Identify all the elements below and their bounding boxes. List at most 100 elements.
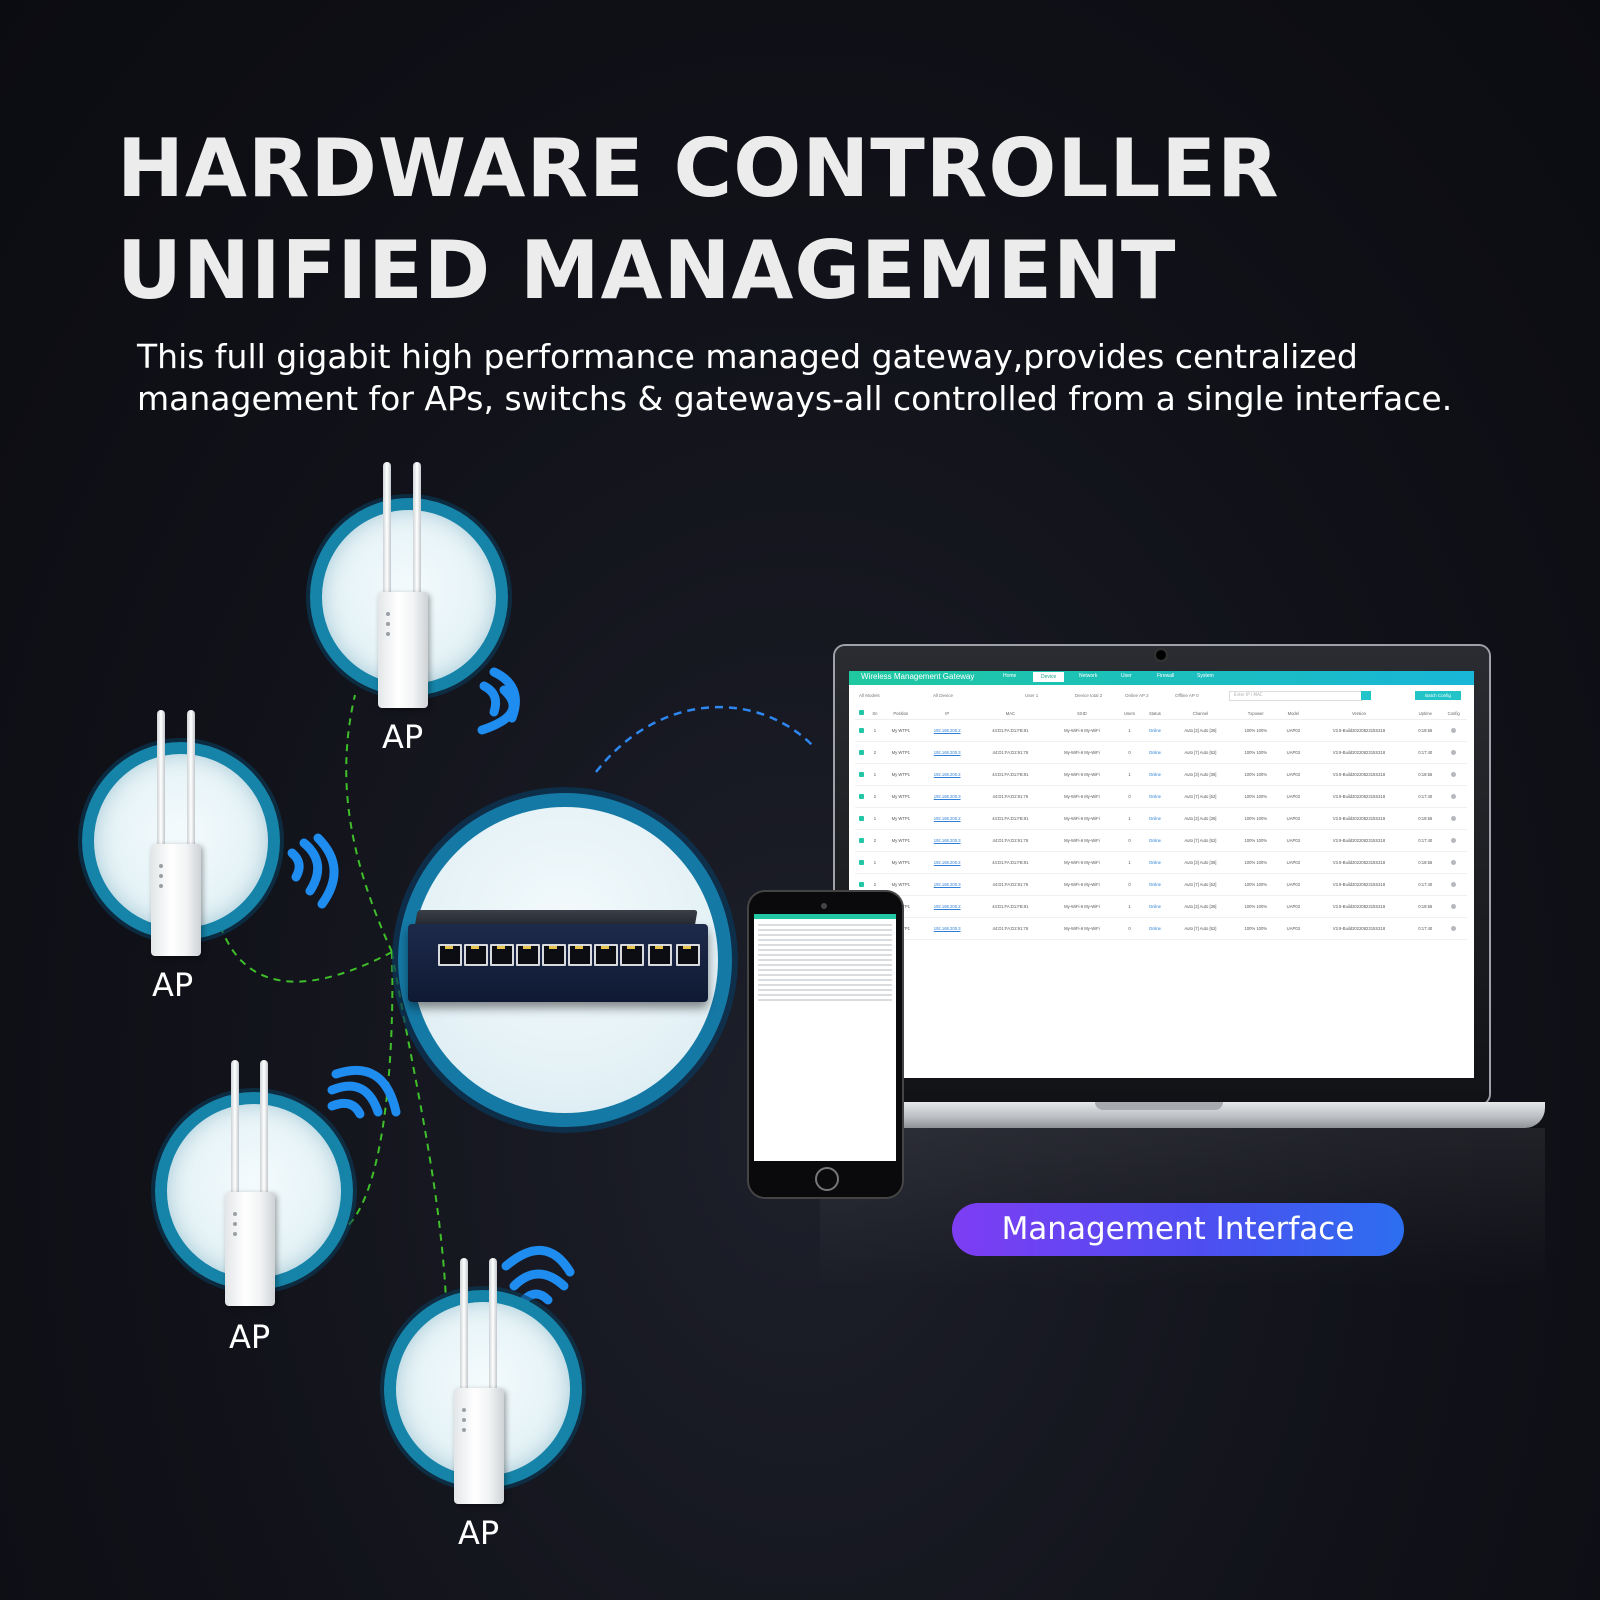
dashboard-screen: Wireless Management Gateway Home Device … [849,671,1474,1078]
ip-link[interactable]: 192.168.200.3 [933,750,961,755]
list-item [758,929,892,931]
gear-icon[interactable] [1451,859,1457,865]
search-icon[interactable] [1361,691,1371,700]
list-item [758,954,892,956]
antenna [383,462,391,622]
gateway-switch [408,924,708,1002]
wifi-signal-icon [327,1065,401,1119]
nav-network[interactable]: Network [1079,673,1098,679]
camera-icon [1156,650,1166,660]
nav-user[interactable]: User [1121,673,1132,679]
list-item [758,964,892,966]
nav-firewall[interactable]: Firewall [1157,673,1175,679]
wifi-signal-icon [477,667,520,735]
checkbox-icon[interactable] [859,881,865,887]
ip-link[interactable]: 192.168.200.2 [933,772,961,777]
antenna [260,1060,268,1220]
list-item [758,994,892,996]
table-row[interactable]: 2My WTP1192.168.200.344:D1:FA:D2:91:76My… [855,917,1467,940]
checkbox-icon[interactable] [859,815,865,821]
list-item [758,934,892,936]
link-ap2 [221,929,393,983]
checkbox-icon[interactable] [859,749,865,755]
ap-label: AP [382,718,424,756]
list-item [758,959,892,961]
list-item [758,969,892,971]
nav-device[interactable]: Device [1033,672,1065,682]
filter-online: Online AP 2 [1125,693,1149,698]
checkbox-icon[interactable] [859,859,865,865]
ip-link[interactable]: 192.168.200.3 [933,838,961,843]
checkbox-icon[interactable] [859,771,865,777]
phone-header [754,914,896,919]
ap-label: AP [229,1318,271,1356]
gear-icon[interactable] [1451,793,1457,799]
list-item [758,999,892,1001]
ap-device [454,1388,504,1504]
list-item [758,979,892,981]
page-title: HARDWARE CONTROLLER UNIFIED MANAGEMENT [117,122,1280,317]
ip-link[interactable]: 192.168.200.3 [933,882,961,887]
ip-link[interactable]: 192.168.200.3 [933,926,961,931]
nav-system[interactable]: System [1197,673,1214,679]
ip-link[interactable]: 192.168.200.2 [933,860,961,865]
search-input[interactable]: Enter IP / MAC [1229,691,1363,701]
gear-icon[interactable] [1451,749,1457,755]
description: This full gigabit high performance manag… [137,337,1453,418]
gear-icon[interactable] [1451,771,1457,777]
ip-link[interactable]: 192.168.200.2 [933,904,961,909]
antenna [231,1060,239,1220]
checkbox-icon[interactable] [859,793,865,799]
gear-icon[interactable] [1451,837,1457,843]
home-button[interactable] [815,1167,839,1191]
antenna [489,1258,497,1418]
ap-label: AP [152,966,194,1004]
antenna [157,710,165,870]
gear-icon[interactable] [1451,903,1457,909]
ip-link[interactable]: 192.168.200.3 [933,794,961,799]
antenna [413,462,421,622]
checkbox-icon[interactable] [859,727,865,733]
wifi-signal-icon [501,1246,575,1305]
list-item [758,949,892,951]
camera-icon [821,903,827,909]
filter-user: User 1 [1025,693,1039,698]
ap-device [151,844,201,956]
ap-label: AP [458,1514,500,1552]
nav-home[interactable]: Home [1003,673,1017,679]
antenna [187,710,195,870]
link-laptop [595,705,816,773]
list-item [758,939,892,941]
checkbox-icon[interactable] [859,710,865,715]
wifi-signal-icon [287,833,339,909]
table-row[interactable]: 1My WTP1192.168.200.244:D1:FA:D1:FB:91My… [855,895,1467,918]
phone-screen [754,914,896,1161]
filter-device[interactable]: All Device [933,693,954,698]
list-item [758,974,892,976]
list-item [758,944,892,946]
filter-models[interactable]: All Models [859,693,880,698]
gear-icon[interactable] [1451,815,1457,821]
filter-offline: Offline AP 0 [1175,693,1199,698]
batch-config-button[interactable]: Batch Config [1415,691,1461,700]
antenna [460,1258,468,1418]
ip-link[interactable]: 192.168.200.2 [933,728,961,733]
gear-icon[interactable] [1451,925,1457,931]
list-item [758,989,892,991]
gear-icon[interactable] [1451,881,1457,887]
dashboard-title: Wireless Management Gateway [861,672,975,681]
list-item [758,924,892,926]
checkbox-icon[interactable] [859,837,865,843]
gear-icon[interactable] [1451,727,1457,733]
ip-link[interactable]: 192.168.200.2 [933,816,961,821]
